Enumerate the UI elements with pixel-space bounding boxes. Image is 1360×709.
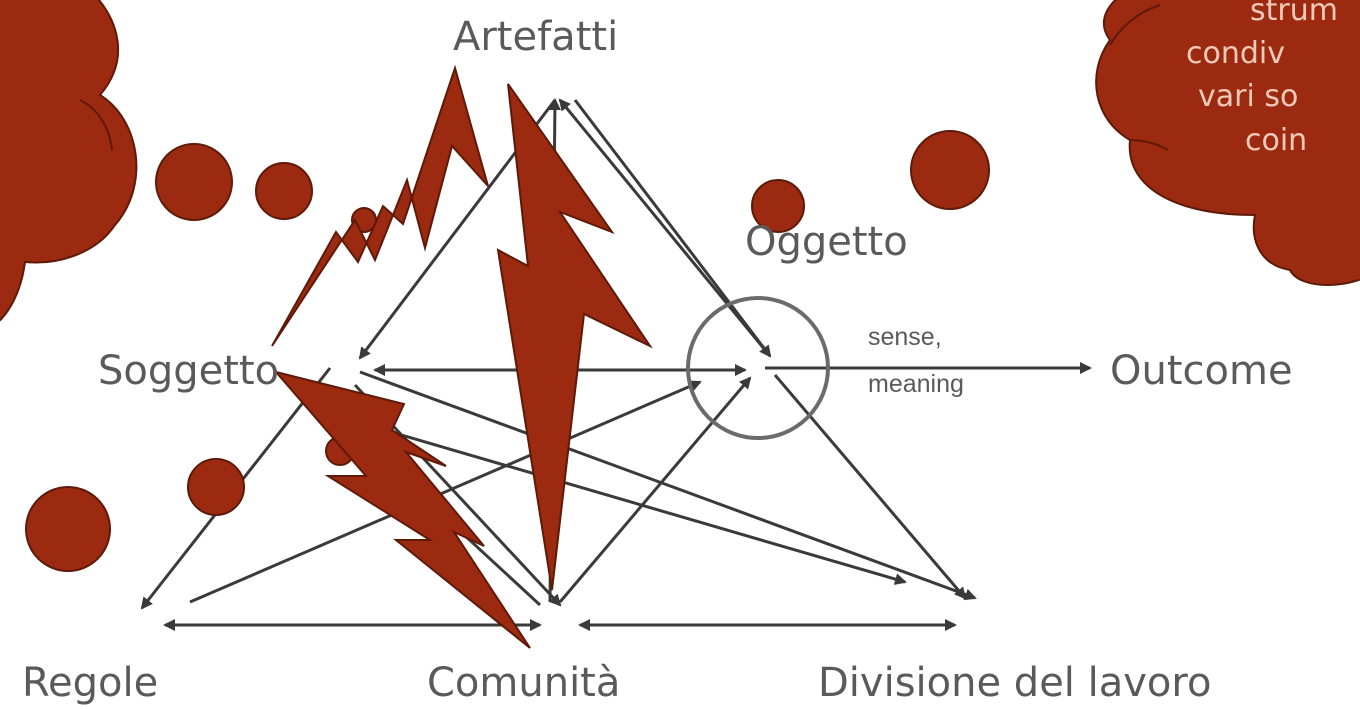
cloud-text-line: strum: [1250, 0, 1338, 28]
left-thought-cloud: [0, 0, 138, 322]
node-divisione-del-lavoro: Divisione del lavoro: [818, 660, 1211, 706]
cloud-text-line: coin: [1245, 123, 1307, 158]
thought-bubble-icon: [255, 162, 313, 220]
object-circle: [686, 296, 830, 440]
node-soggetto: Soggetto: [98, 348, 279, 394]
thought-bubbles: [25, 130, 990, 572]
node-comunita: Comunità: [427, 660, 620, 706]
edge-label-meaning: meaning: [868, 370, 964, 398]
lightning-bolt-icon: [273, 370, 531, 649]
node-oggetto: Oggetto: [745, 219, 908, 265]
cloud-text-line: condiv: [1186, 36, 1285, 71]
thought-bubble-icon: [187, 458, 245, 516]
lightning-bolts: [271, 64, 653, 649]
node-artefatti: Artefatti: [453, 14, 618, 60]
edge-label-sense: sense,: [868, 323, 942, 351]
node-outcome: Outcome: [1110, 348, 1293, 394]
thought-bubble-icon: [25, 486, 111, 572]
right-thought-cloud: [1095, 0, 1360, 286]
cloud-text-line: vari so: [1198, 79, 1298, 114]
right-cloud-text: strum condiv vari so coin: [1186, 0, 1338, 158]
thought-bubble-icon: [155, 143, 233, 221]
node-regole: Regole: [22, 660, 158, 706]
lightning-bolt-icon: [271, 64, 489, 347]
lightning-bolt-icon: [496, 83, 653, 591]
thought-bubble-icon: [751, 179, 805, 233]
thought-bubble-icon: [910, 130, 990, 210]
